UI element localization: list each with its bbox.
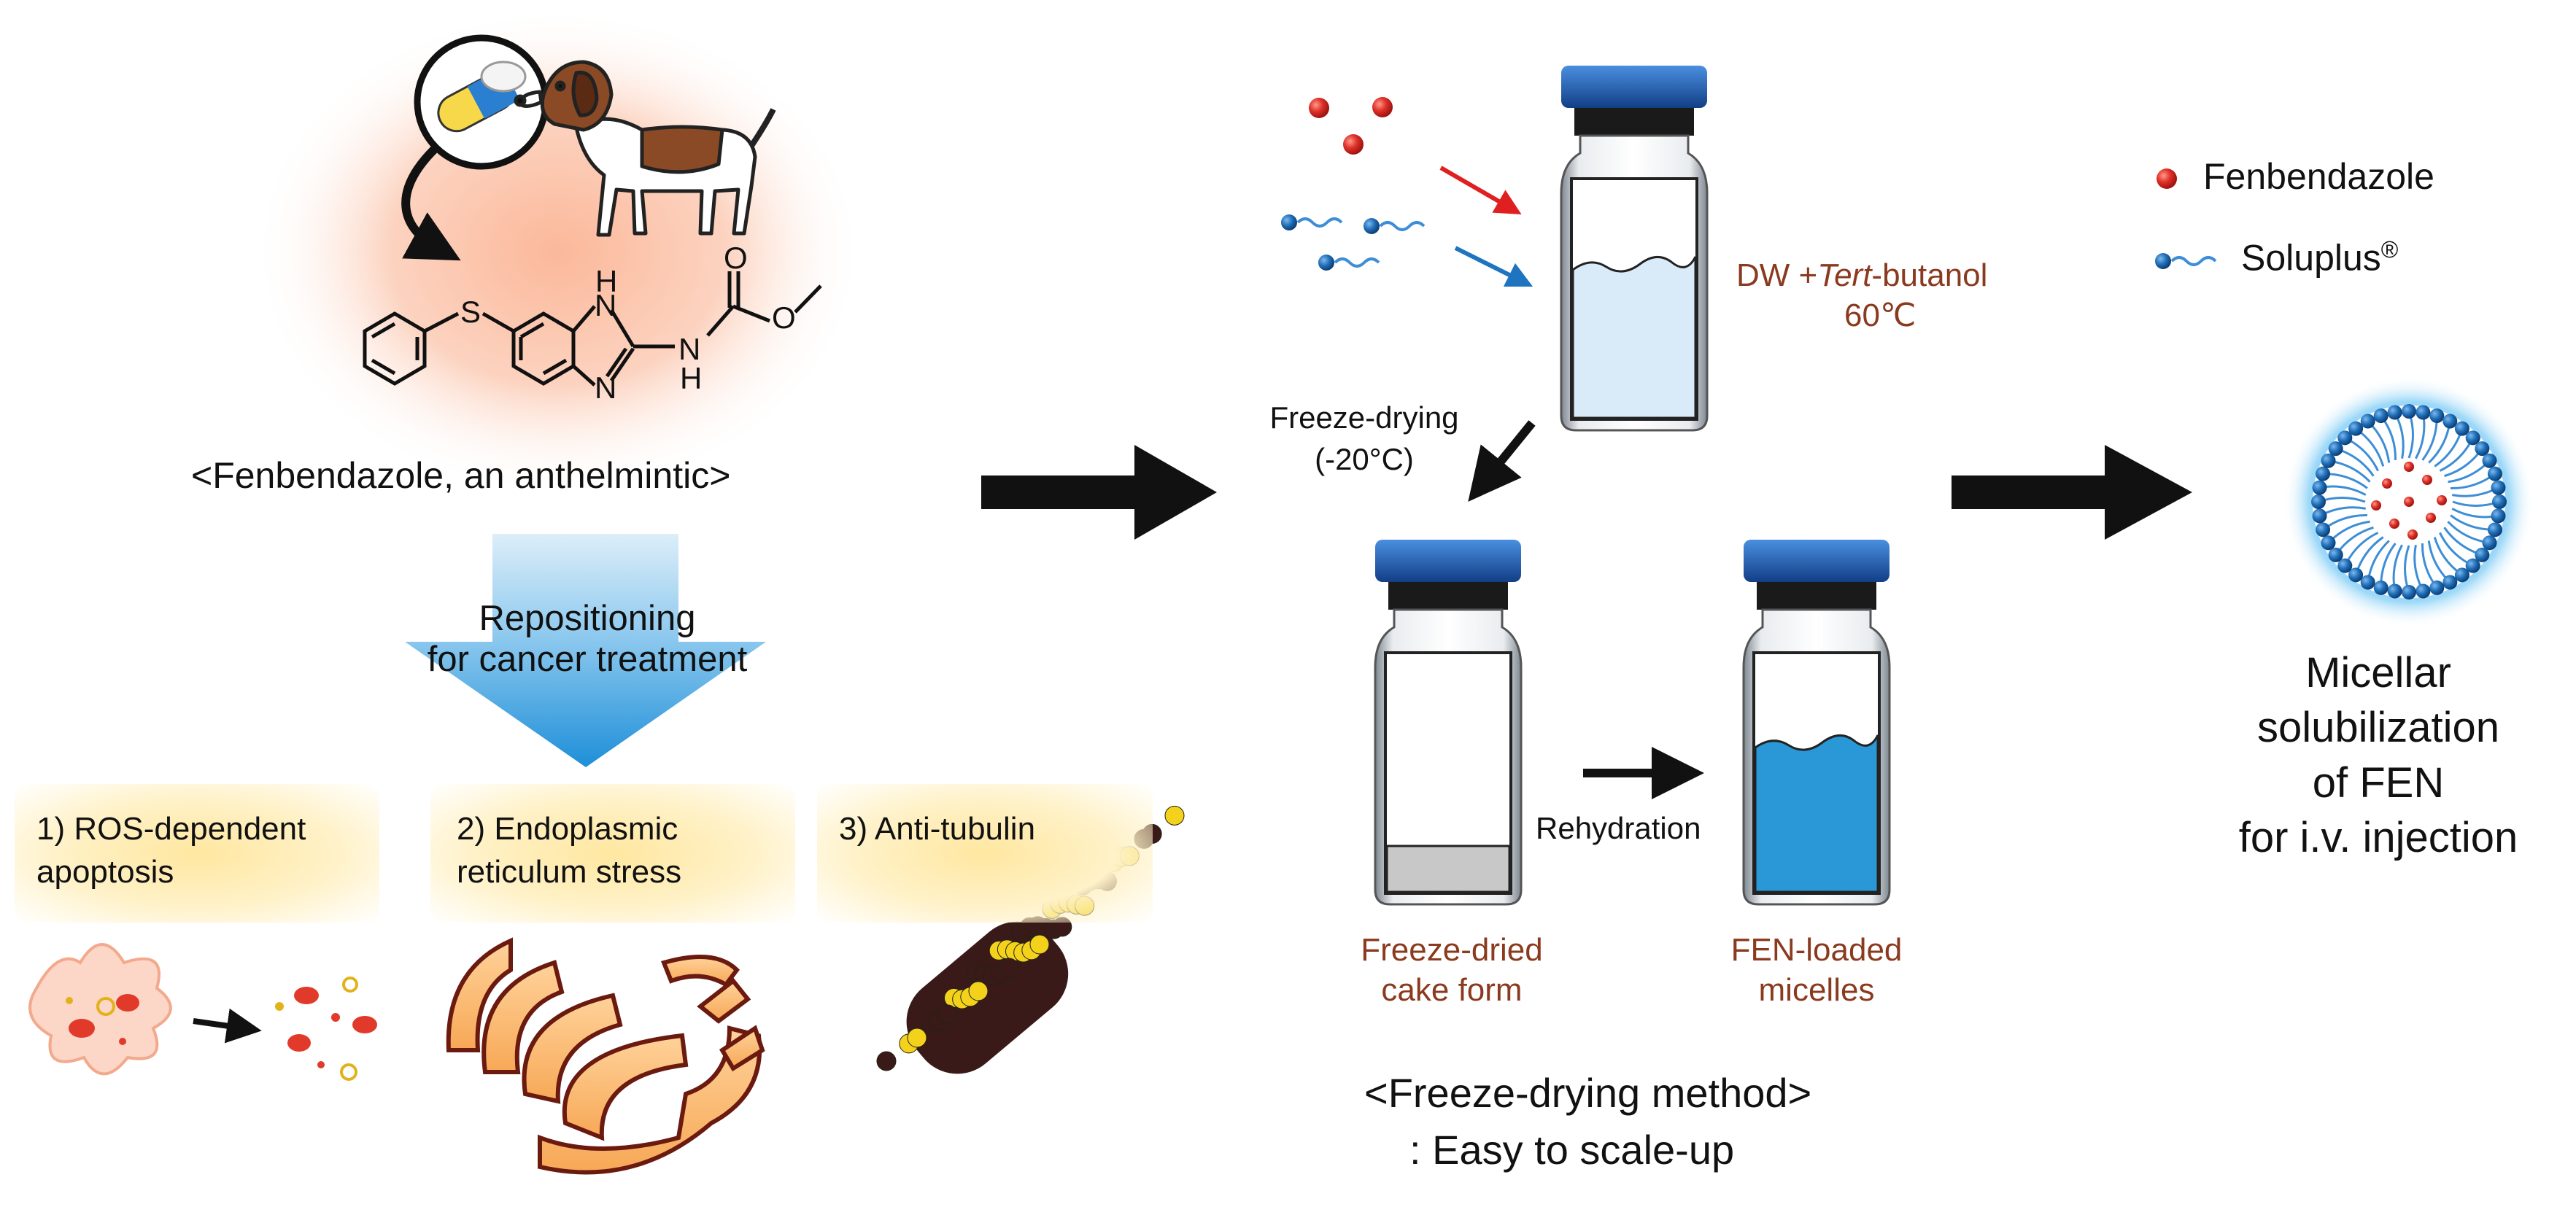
vial-icon [1742,540,1891,906]
micelle-icon [2283,376,2534,627]
legend-fenbendazole-icon [2157,168,2177,189]
atom-s: S [460,295,481,329]
mechanism-1-line-1: 1) ROS-dependent [36,811,306,847]
freeze-drying-arrow [1468,420,1536,502]
micelle-caption-line-1: Micellar [2305,649,2451,696]
legend-soluplus-icon [2155,253,2217,269]
curved-arrow-icon [401,146,461,261]
solvent-line-1: DW +Tert-butanol [1736,257,1988,293]
atom-o-ester: O [772,300,796,335]
micelle-caption-line-4: for i.v. injection [2238,814,2518,862]
method-line-1: <Freeze-drying method> [1364,1070,1812,1116]
mechanism-2-line-2: reticulum stress [457,854,682,890]
cake-label: Freeze-dried cake form [1335,930,1569,1010]
loaded-micelles-label: FEN-loaded micelles [1696,930,1937,1010]
mechanism-1-line-2: apoptosis [36,854,174,890]
loaded-line-2: micelles [1758,972,1875,1008]
mechanism-2-line-1: 2) Endoplasmic [457,811,678,847]
micelle-caption-line-2: solubilization [2256,704,2500,752]
freeze-drying-line-1: Freeze-drying [1269,400,1459,435]
vial-icon [1560,66,1709,432]
drug-caption: <Fenbendazole, an anthelmintic> [191,455,731,496]
blue-addition-arrow [1454,246,1533,287]
repositioning-line-2: for cancer treatment [427,640,748,680]
mechanism-3-line-1: 3) Anti-tubulin [839,811,1036,847]
rehydration-label: Rehydration [1536,811,1701,845]
repositioning-label: Repositioning for cancer treatment [379,598,795,680]
method-caption: <Freeze-drying method> : Easy to scale-u… [1364,1065,1811,1179]
atom-n-nh: N [678,332,701,366]
atom-n-top: N [595,288,617,322]
mechanism-box-1: 1) ROS-dependent apoptosis [15,784,379,923]
method-line-2: : Easy to scale-up [1409,1127,1735,1173]
cake-line-2: cake form [1381,972,1523,1008]
repositioning-arrow [405,534,766,767]
legend-fenbendazole-label: Fenbendazole [2203,156,2434,197]
freeze-drying-label: Freeze-drying (-20°C) [1255,397,1474,480]
micelle-caption-line-3: of FEN [2312,758,2445,807]
atom-h-nh: H [680,361,703,395]
solvent-label: DW +Tert-butanol 60℃ [1736,255,1987,335]
fenbendazole-structure [363,271,822,387]
soluplus-reagent-chains [1281,214,1426,271]
vial-icon [1374,540,1523,906]
atom-n-bottom: N [595,370,617,405]
mechanism-box-3: 3) Anti-tubulin [817,784,1153,923]
main-flow-arrow-2 [1952,445,2192,540]
atom-h-top: H [595,264,618,298]
endoplasmic-reticulum-icon [446,937,765,1175]
freeze-drying-line-2: (-20°C) [1315,441,1414,476]
mechanism-box-2: 2) Endoplasmic reticulum stress [430,784,795,923]
repositioning-line-1: Repositioning [479,599,696,638]
atom-o-carbonyl: O [724,241,748,275]
main-flow-arrow-1 [981,445,1217,540]
legend-soluplus-label: Soluplus® [2241,236,2399,279]
pill-capsule-icon [414,34,549,170]
cake-line-1: Freeze-dried [1361,932,1543,968]
fenbendazole-reagent-beads [1309,97,1393,155]
solvent-line-2: 60℃ [1844,298,1916,333]
loaded-line-1: FEN-loaded [1730,932,1903,968]
cell-icon [28,943,377,1081]
dog-icon [514,60,776,237]
red-addition-arrow [1439,166,1522,215]
micelle-caption: Micellar solubilization of FEN for i.v. … [2196,645,2561,866]
